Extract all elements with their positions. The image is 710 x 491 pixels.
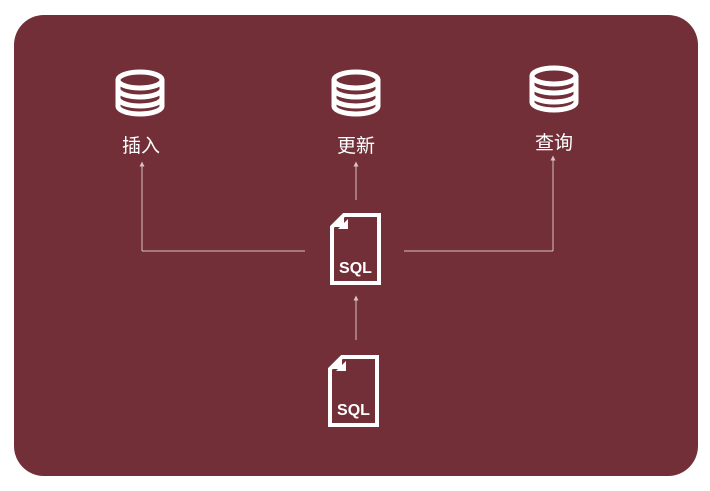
update-label: 更新 xyxy=(336,135,375,157)
query-label: 查询 xyxy=(534,132,573,154)
diagram-panel xyxy=(14,15,698,476)
sql-file-icon: SQL xyxy=(328,355,379,427)
connectors xyxy=(139,155,556,340)
sql-file-icon: SQL xyxy=(330,213,381,285)
insert-label: 插入 xyxy=(121,135,160,157)
database-icon xyxy=(529,65,579,113)
database-icon xyxy=(115,69,165,117)
sql-file-text: SQL xyxy=(337,402,370,419)
sql-file-text: SQL xyxy=(339,260,372,277)
database-icon xyxy=(331,69,381,117)
